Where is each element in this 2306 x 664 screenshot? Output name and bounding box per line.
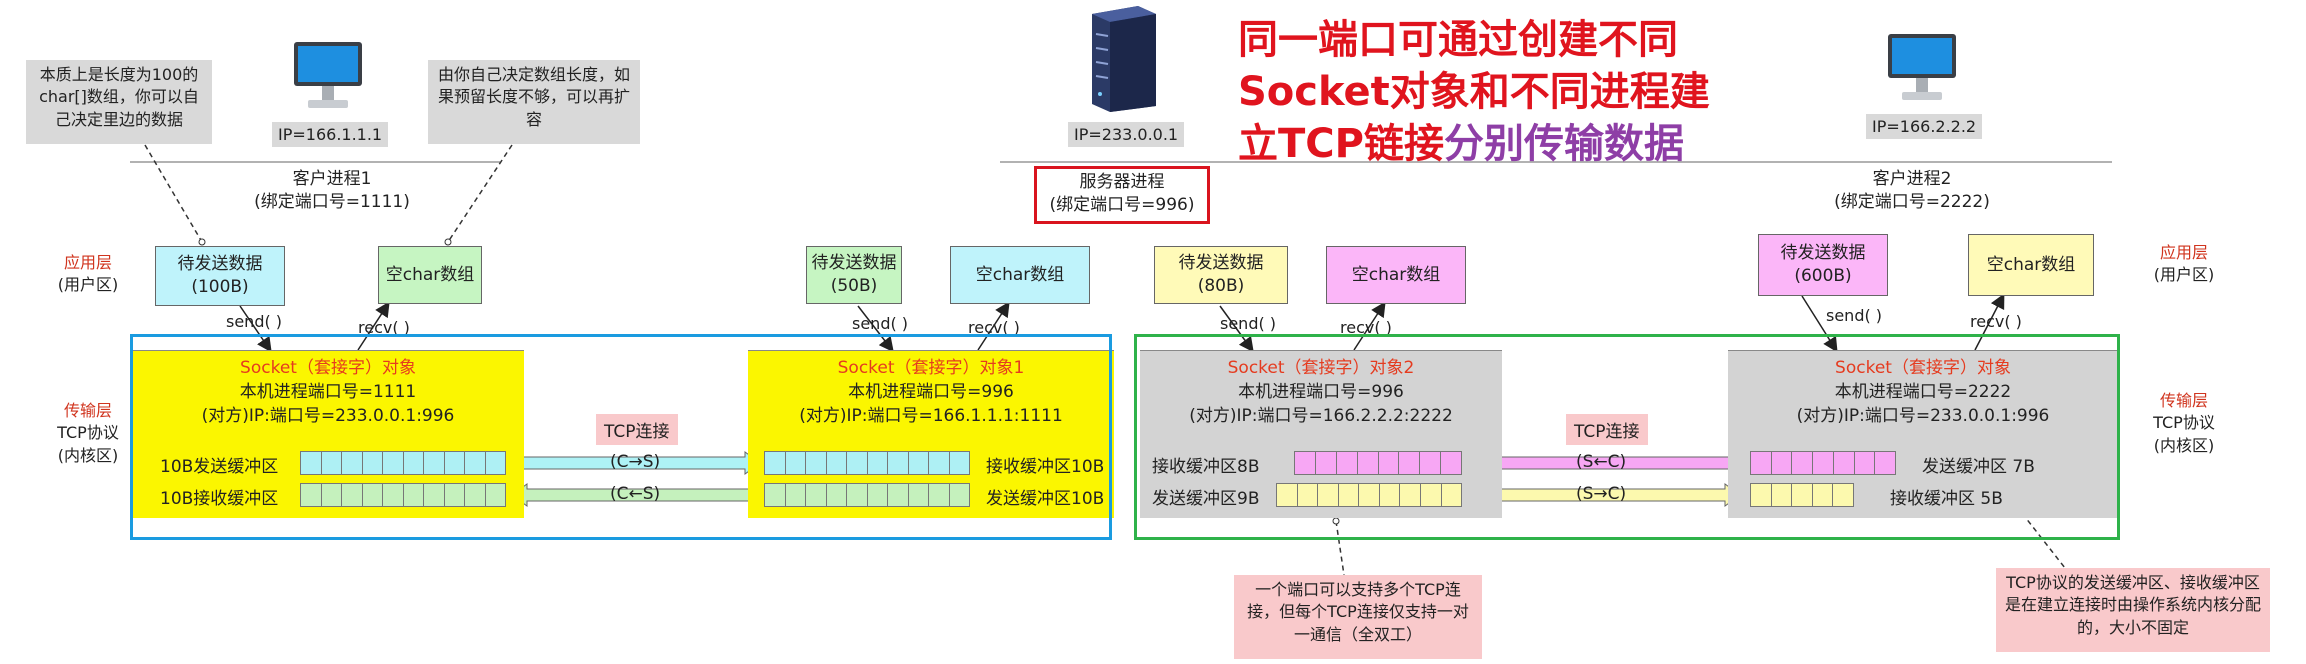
tcp-link-2: TCP连接 — [1566, 414, 1648, 445]
s2-empty-array: 空char数组 — [1326, 246, 1466, 304]
c1-recv-call: recv( ) — [358, 318, 410, 337]
c2-recv-buffer-label: 接收缓冲区 5B — [1890, 489, 2003, 509]
s1-recv-buffer-label: 接收缓冲区10B — [986, 457, 1105, 477]
s1-send-call: send( ) — [852, 314, 909, 333]
transport-layer-left: 传输层 TCP协议 (内核区) — [40, 400, 136, 467]
s2-send-buffer-label: 发送缓冲区9B — [1152, 489, 1260, 509]
title-line-3b: 分别传输数据 — [1443, 121, 1684, 167]
socket-client1-title: Socket（套接字）对象 — [240, 358, 416, 378]
c2-recv-buffer — [1750, 483, 1854, 507]
s2-send-call: send( ) — [1220, 314, 1277, 333]
c2-empty-array: 空char数组 — [1968, 234, 2094, 296]
server-ip: IP=233.0.0.1 — [1068, 122, 1185, 147]
title-line-1: 同一端口可通过创建不同 — [1238, 17, 1678, 63]
socket-client2-title: Socket（套接字）对象 — [1835, 358, 2011, 378]
transport-layer-left-sub1: TCP协议 — [57, 423, 119, 443]
server-process-name: 服务器进程 — [1079, 172, 1165, 192]
socket-server2-title: Socket（套接字）对象2 — [1227, 358, 1415, 378]
server-process-port: (绑定端口号=996) — [1049, 194, 1195, 215]
client1-ip: IP=166.1.1.1 — [272, 122, 389, 147]
socket-client1-port: 本机进程端口号=1111 — [239, 381, 417, 402]
diagram-title: 同一端口可通过创建不同 Socket对象和不同进程建 立TCP链接分别传输数据 — [1238, 14, 1710, 170]
app-layer-left-title: 应用层 — [63, 253, 112, 272]
connection-frame-1 — [130, 334, 1112, 540]
server-process: 服务器进程 (绑定端口号=996) — [1034, 166, 1210, 224]
client1-process-name: 客户进程1 — [292, 169, 372, 189]
c2-send-call: send( ) — [1826, 306, 1883, 325]
c2-send-buffer — [1750, 451, 1896, 475]
transport-layer-left-title: 传输层 — [63, 401, 112, 420]
s2-send-buffer — [1276, 483, 1462, 507]
connection-frame-2 — [1134, 334, 2120, 540]
title-line-3a: 立TCP链接 — [1238, 121, 1444, 167]
server-icon — [1092, 6, 1156, 112]
socket-client2-peer: (对方)IP:端口号=233.0.0.1:996 — [1796, 405, 2050, 426]
label-s-from-c: (S←C) — [1576, 452, 1627, 472]
transport-layer-right-sub2: (内核区) — [2153, 435, 2215, 455]
socket-client2-port: 本机进程端口号=2222 — [1834, 381, 2012, 402]
client2-ip: IP=166.2.2.2 — [1866, 114, 1983, 139]
c1-send-call: send( ) — [226, 312, 283, 331]
transport-layer-right-sub1: TCP协议 — [2153, 413, 2215, 433]
client2-process-name: 客户进程2 — [1872, 169, 1952, 189]
app-layer-right: 应用层 (用户区) — [2136, 242, 2232, 287]
label-c-from-s: (C←S) — [610, 484, 661, 504]
app-layer-left-sub: (用户区) — [57, 275, 119, 295]
note-char-array: 本质上是长度为100的char[]数组，你可以自己决定里边的数据 — [26, 60, 212, 144]
title-line-2: Socket对象和不同进程建 — [1238, 69, 1710, 115]
s1-empty-array: 空char数组 — [950, 246, 1090, 304]
client2-process-port: (绑定端口号=2222) — [1834, 191, 1990, 212]
title-line-3: 立TCP链接分别传输数据 — [1238, 118, 1710, 170]
socket-server1-peer: (对方)IP:端口号=166.1.1.1:1111 — [799, 405, 1063, 426]
s2-recv-buffer-label: 接收缓冲区8B — [1152, 457, 1260, 477]
computer-icon-client1 — [294, 42, 362, 108]
c2-send-buffer-label: 发送缓冲区 7B — [1922, 457, 2035, 477]
socket-server1-port: 本机进程端口号=996 — [848, 381, 1014, 402]
transport-layer-left-sub2: (内核区) — [57, 445, 119, 465]
c1-send-buffer — [300, 451, 506, 475]
socket-server2-peer: (对方)IP:端口号=166.2.2.2:2222 — [1189, 405, 1453, 426]
app-layer-right-title: 应用层 — [2159, 243, 2208, 262]
c1-recv-buffer — [300, 483, 506, 507]
socket-server1-title: Socket（套接字）对象1 — [837, 358, 1025, 378]
c2-send-data: 待发送数据 (600B) — [1758, 234, 1888, 296]
s1-send-buffer — [764, 483, 970, 507]
c1-send-buffer-label: 10B发送缓冲区 — [160, 457, 279, 477]
tcp-link-1: TCP连接 — [596, 414, 678, 445]
s1-recv-call: recv( ) — [968, 318, 1020, 337]
note-array-length: 由你自己决定数组长度，如果预留长度不够，可以再扩容 — [428, 60, 640, 144]
s2-send-data: 待发送数据 (80B) — [1154, 246, 1288, 304]
c1-recv-buffer-label: 10B接收缓冲区 — [160, 489, 279, 509]
s1-send-data: 待发送数据 (50B) — [806, 246, 902, 304]
socket-client1-peer: (对方)IP:端口号=233.0.0.1:996 — [201, 405, 455, 426]
s1-send-buffer-label: 发送缓冲区10B — [986, 489, 1105, 509]
note-port-tcp: 一个端口可以支持多个TCP连接，但每个TCP连接仅支持一对一通信（全双工） — [1234, 575, 1482, 659]
app-layer-right-sub: (用户区) — [2153, 265, 2215, 285]
c1-empty-array: 空char数组 — [378, 246, 482, 304]
transport-layer-right-title: 传输层 — [2159, 391, 2208, 410]
client1-process-port: (绑定端口号=1111) — [254, 191, 410, 212]
s2-recv-call: recv( ) — [1340, 318, 1392, 337]
s2-recv-buffer — [1294, 451, 1462, 475]
client1-process: 客户进程1 (绑定端口号=1111) — [232, 168, 432, 214]
socket-server2-port: 本机进程端口号=996 — [1238, 381, 1404, 402]
label-s-to-c: (S→C) — [1576, 484, 1627, 504]
client2-process: 客户进程2 (绑定端口号=2222) — [1812, 168, 2012, 214]
note-tcp-buffers: TCP协议的发送缓冲区、接收缓冲区是在建立连接时由操作系统内核分配的，大小不固定 — [1996, 568, 2270, 652]
c1-send-data: 待发送数据 (100B) — [155, 246, 285, 306]
s1-recv-buffer — [764, 451, 970, 475]
app-layer-left: 应用层 (用户区) — [40, 252, 136, 297]
c2-recv-call: recv( ) — [1970, 312, 2022, 331]
label-c-to-s: (C→S) — [610, 452, 661, 472]
transport-layer-right: 传输层 TCP协议 (内核区) — [2136, 390, 2232, 457]
computer-icon-client2 — [1888, 34, 1956, 100]
